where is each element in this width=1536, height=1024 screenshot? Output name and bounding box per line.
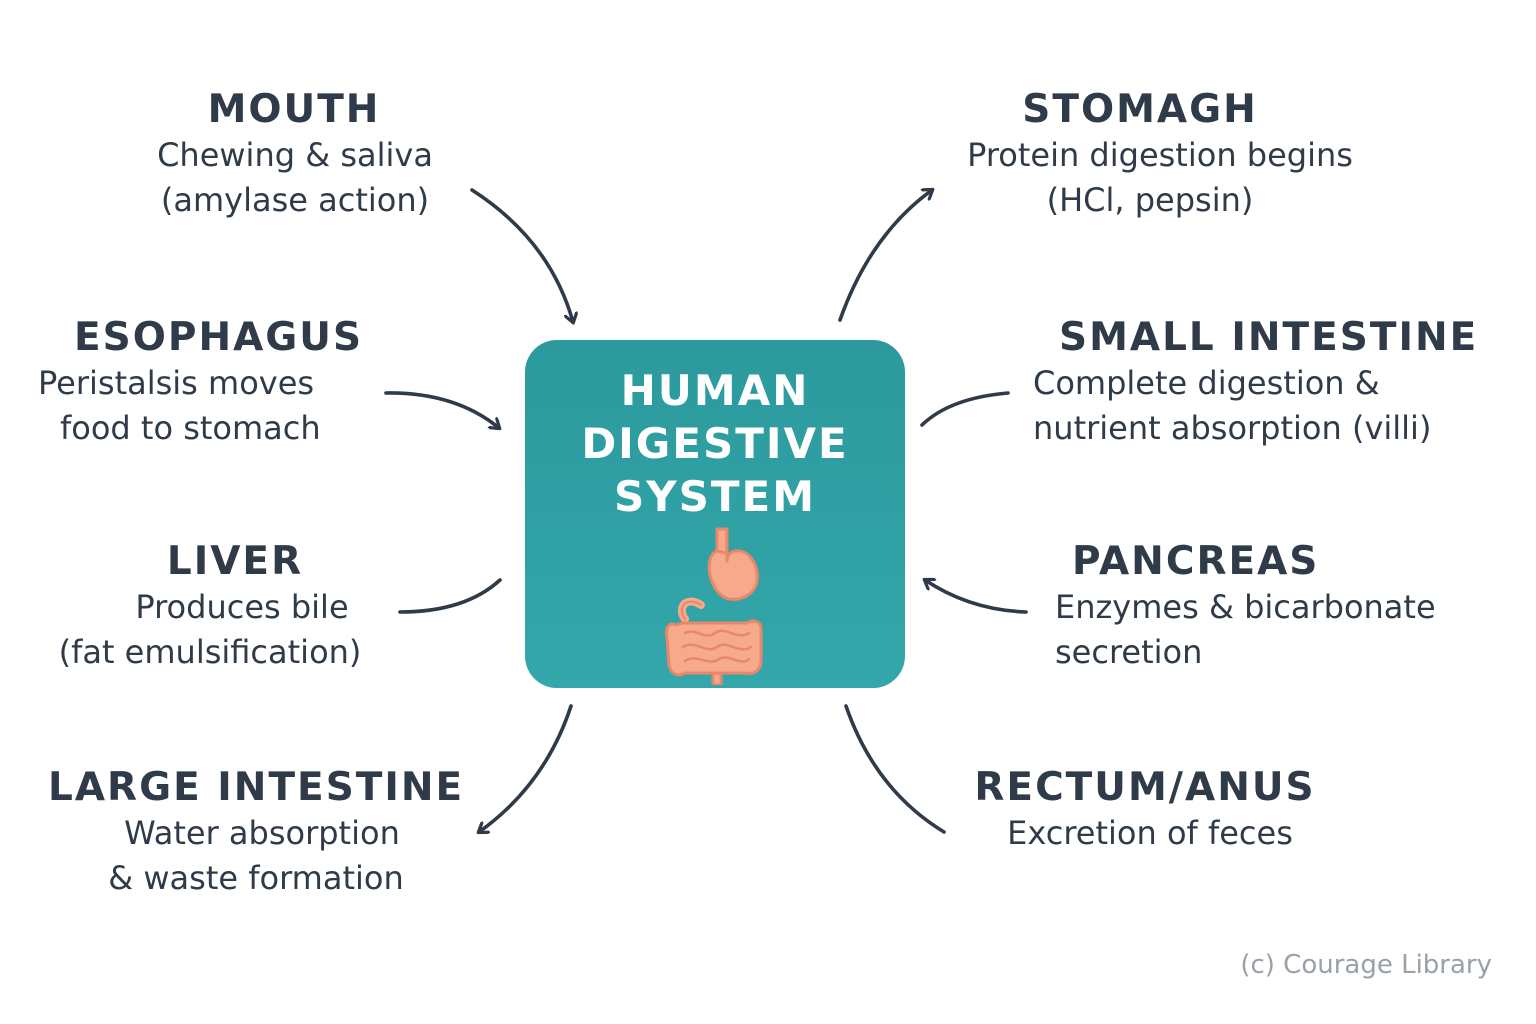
center-title-line-3: SYSTEM [613, 472, 817, 521]
rectum-line [844, 704, 946, 834]
liver-line [398, 578, 502, 614]
digestive-organs-icon [665, 527, 763, 685]
large-intestine-arrow [479, 704, 573, 832]
stomach-desc-2: (HCl, pepsin) [1046, 181, 1254, 219]
rectum-anus-title: RECTUM/ANUS [974, 765, 1316, 810]
mouth-title: MOUTH [207, 87, 381, 132]
center-box: HUMAN DIGESTIVE SYSTEM [525, 340, 905, 688]
esophagus-desc-1: Peristalsis moves [38, 364, 315, 402]
stomach-desc-1: Protein digestion begins [967, 136, 1353, 174]
liver-title: LIVER [166, 539, 304, 584]
esophagus-desc-2: food to stomach [60, 409, 321, 447]
liver-desc-1: Produces bile [135, 588, 349, 626]
pancreas-arrow [925, 580, 1028, 614]
mouth-arrow [470, 188, 573, 322]
pancreas-desc-2: secretion [1055, 633, 1203, 671]
organ-pancreas: PANCREAS Enzymes & bicarbonate secretion [1055, 539, 1495, 675]
organ-stomach: STOMAGH Protein digestion begins (HCl, p… [950, 87, 1370, 223]
small-intestine-desc-2: nutrient absorption (villi) [1033, 409, 1432, 447]
mouth-desc-2: (amylase action) [160, 181, 430, 219]
center-title-line-1: HUMAN [620, 366, 810, 415]
copyright-text: (c) Courage Library [1240, 950, 1492, 980]
organ-large-intestine: LARGE INTESTINE Water absorption & waste… [48, 765, 462, 901]
center-title-line-2: DIGESTIVE [581, 419, 849, 468]
large-intestine-title: LARGE INTESTINE [48, 765, 465, 810]
organ-small-intestine: SMALL INTESTINE Complete digestion & nut… [1033, 315, 1503, 451]
mouth-desc-1: Chewing & saliva [157, 136, 433, 174]
small-intestine-desc-1: Complete digestion & [1033, 364, 1380, 402]
small-intestine-title: SMALL INTESTINE [1059, 315, 1479, 360]
center-title: HUMAN DIGESTIVE SYSTEM [525, 364, 905, 523]
stomach-title: STOMAGH [1022, 87, 1258, 132]
esophagus-title: ESOPHAGUS [74, 315, 364, 360]
rectum-anus-desc-1: Excretion of feces [1007, 814, 1293, 852]
small-intestine-line [920, 391, 1010, 427]
stomach-arrow [838, 190, 932, 322]
pancreas-title: PANCREAS [1072, 539, 1320, 584]
esophagus-arrow [384, 391, 499, 428]
organ-liver: LIVER Produces bile (fat emulsification) [40, 539, 380, 675]
pancreas-desc-1: Enzymes & bicarbonate [1055, 588, 1436, 626]
large-intestine-desc-1: Water absorption [124, 814, 400, 852]
organ-mouth: MOUTH Chewing & saliva (amylase action) [120, 87, 470, 223]
organ-rectum-anus: RECTUM/ANUS Excretion of feces [960, 765, 1340, 856]
organ-esophagus: ESOPHAGUS Peristalsis moves food to stom… [38, 315, 378, 451]
liver-desc-2: (fat emulsification) [58, 633, 362, 671]
large-intestine-desc-2: & waste formation [108, 859, 404, 897]
